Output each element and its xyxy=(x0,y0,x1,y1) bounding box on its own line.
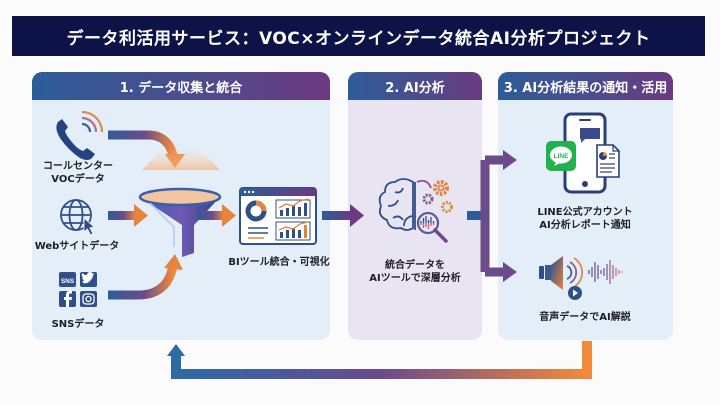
label-line: 統合データを xyxy=(385,260,445,271)
line-notification-label: LINE公式アカウント AI分析レポート通知 xyxy=(510,206,660,232)
label-line: AI分析レポート通知 xyxy=(539,220,631,231)
label-line: コールセンター xyxy=(43,161,113,172)
source-label-callcenter: コールセンター VOCデータ xyxy=(38,160,118,186)
panel-header: 3. AI分析結果の通知・活用 xyxy=(498,72,673,100)
panel-ai-analysis: 2. AI分析 xyxy=(348,72,482,340)
bi-label: BIツール統合・可視化 xyxy=(228,257,330,268)
panel-data-collection: 1. データ収集と統合 xyxy=(32,72,330,340)
voice-label: 音声データでAI解説 xyxy=(539,312,631,323)
ai-analysis-label: 統合データを AIツールで深層分析 xyxy=(352,259,478,285)
label-line: LINE公式アカウント xyxy=(537,207,633,218)
source-label-web: Webサイトデータ xyxy=(34,241,120,252)
label-line: VOCデータ xyxy=(51,174,105,185)
panel-header: 1. データ収集と統合 xyxy=(32,72,330,100)
page-title: データ利活用サービス：VOC×オンラインデータ統合AI分析プロジェクト xyxy=(12,16,705,56)
loop-arrow-icon xyxy=(167,341,592,379)
panel-header: 2. AI分析 xyxy=(348,72,482,100)
source-label-sns: SNSデータ xyxy=(51,319,105,330)
label-line: AIツールで深層分析 xyxy=(369,273,461,284)
